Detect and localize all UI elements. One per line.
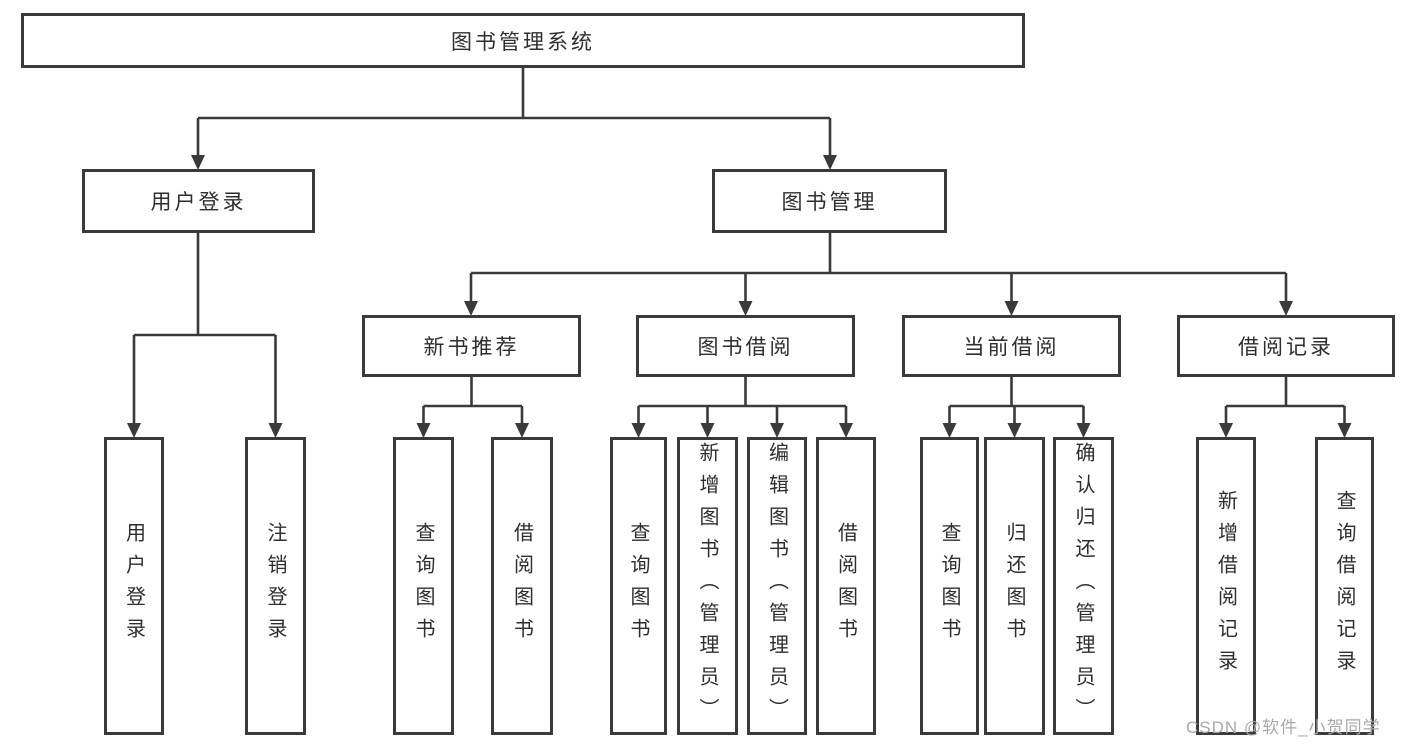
arrow-down-icon <box>1219 423 1233 438</box>
node-current-borrow: 当前借阅 <box>902 315 1121 377</box>
arrow-down-icon <box>515 423 529 438</box>
node-label: 用户登录 <box>150 191 247 214</box>
arrow-down-icon <box>1279 301 1293 316</box>
leaf-label: 编辑图书（管理员） <box>765 442 788 730</box>
arrow-down-icon <box>738 301 753 316</box>
connector-book-to-level3 <box>464 233 1293 316</box>
leaf-edit-books-admin: 编辑图书（管理员） <box>747 437 807 735</box>
node-label: 新书推荐 <box>423 336 520 359</box>
arrow-down-icon <box>191 155 205 170</box>
connector-user-to-leaves <box>127 233 283 438</box>
arrow-down-icon <box>1007 423 1022 438</box>
leaf-user-login: 用户登录 <box>104 437 164 735</box>
arrow-down-icon <box>823 155 837 170</box>
leaf-label: 确认归还（管理员） <box>1072 442 1094 730</box>
leaf-label: 查询图书 <box>412 522 434 650</box>
node-root-label: 图书管理系统 <box>451 30 595 54</box>
node-label: 借阅记录 <box>1238 336 1334 359</box>
node-label: 图书管理 <box>781 191 878 214</box>
node-new-book-recommend: 新书推荐 <box>362 315 581 377</box>
connector-root-to-level2 <box>191 68 837 170</box>
leaf-logout: 注销登录 <box>245 437 306 735</box>
arrow-down-icon <box>1076 423 1091 438</box>
node-label: 图书借阅 <box>697 336 794 359</box>
leaf-recommend-query-books: 查询图书 <box>393 437 454 735</box>
watermark: CSDN @软件_小贺同学 <box>1186 718 1381 737</box>
leaf-label: 查询图书 <box>938 522 960 650</box>
connector-recommend-to-leaves <box>416 377 529 438</box>
arrow-down-icon <box>700 423 715 438</box>
arrow-down-icon <box>416 423 431 438</box>
connector-borrow-to-leaves <box>631 377 853 438</box>
node-book-management: 图书管理 <box>712 169 947 233</box>
node-user-login-module: 用户登录 <box>82 169 315 233</box>
leaf-borrow-books: 借阅图书 <box>816 437 876 735</box>
node-book-borrow: 图书借阅 <box>636 315 855 377</box>
leaf-label: 新增借阅记录 <box>1214 490 1237 682</box>
leaf-query-borrow-record: 查询借阅记录 <box>1315 437 1374 735</box>
connector-current-to-leaves <box>942 377 1091 438</box>
node-root: 图书管理系统 <box>21 13 1025 68</box>
arrow-down-icon <box>464 301 478 316</box>
leaf-label: 归还图书 <box>1003 522 1025 650</box>
leaf-current-query-books: 查询图书 <box>920 437 979 735</box>
arrow-down-icon <box>1004 301 1019 316</box>
arrow-down-icon <box>839 423 853 438</box>
leaf-label: 新增图书（管理员） <box>696 442 718 730</box>
node-borrow-records: 借阅记录 <box>1177 315 1395 377</box>
leaf-return-books: 归还图书 <box>984 437 1045 735</box>
leaf-add-books-admin: 新增图书（管理员） <box>677 437 738 735</box>
leaf-label: 借阅图书 <box>834 522 857 650</box>
leaf-label: 借阅图书 <box>510 522 533 650</box>
leaf-label: 注销登录 <box>264 522 286 650</box>
arrow-down-icon <box>1337 423 1352 438</box>
arrow-down-icon <box>942 423 957 438</box>
leaf-confirm-return-admin: 确认归还（管理员） <box>1053 437 1114 735</box>
connector-records-to-leaves <box>1219 377 1352 438</box>
leaf-recommend-borrow-books: 借阅图书 <box>491 437 553 735</box>
arrow-down-icon <box>631 423 646 438</box>
node-label: 当前借阅 <box>963 336 1060 359</box>
arrow-down-icon <box>770 423 784 438</box>
leaf-label: 查询图书 <box>627 522 649 650</box>
leaf-borrow-query-books: 查询图书 <box>610 437 667 735</box>
leaf-add-borrow-record: 新增借阅记录 <box>1196 437 1256 735</box>
arrow-down-icon <box>268 423 283 438</box>
arrow-down-icon <box>127 423 141 438</box>
leaf-label: 用户登录 <box>122 522 145 650</box>
leaf-label: 查询借阅记录 <box>1333 490 1355 682</box>
